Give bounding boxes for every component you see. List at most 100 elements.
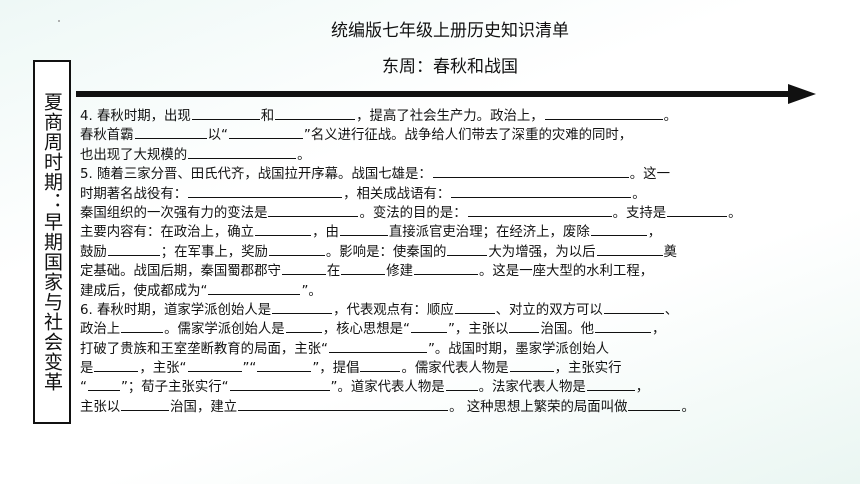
- text: ，相关成战语有：: [343, 186, 451, 202]
- text: ，: [635, 380, 650, 396]
- text: 5. 随着三家分晋、田氏代齐，战国拉开序幕。战国七雄是：: [80, 167, 432, 183]
- fill-blank[interactable]: [134, 125, 207, 140]
- fill-blank[interactable]: [596, 242, 663, 256]
- item-6-line-3: 打破了贵族和王室垄断教育的局面，主张“ ”。战国时期，墨家学派创始人: [80, 339, 816, 358]
- fill-blank[interactable]: [229, 377, 330, 392]
- text: 治国。他: [540, 322, 595, 338]
- text: 也出现了大规模的: [80, 147, 188, 163]
- text: ”。战国时期，墨家学派创始人: [427, 341, 609, 357]
- fill-blank[interactable]: [238, 397, 449, 411]
- fill-blank[interactable]: [628, 397, 681, 411]
- fill-blank[interactable]: [191, 106, 260, 120]
- text: 、对立的双方可以: [495, 302, 603, 318]
- fill-blank[interactable]: [445, 377, 478, 392]
- text: 春秋首霸: [80, 128, 134, 144]
- fill-blank[interactable]: [467, 203, 612, 217]
- fill-blank[interactable]: [121, 319, 164, 334]
- fill-blank[interactable]: [410, 319, 447, 334]
- text: ，提高了社会生产力。政治上，: [356, 109, 544, 124]
- text: ”名义进行征战。战争给人们带去了深重的灾难的同时，: [303, 128, 633, 144]
- item-5-line-5: 鼓励；在军事上，奖励。影响是：使秦国的大为增强，为以后奠: [80, 242, 816, 261]
- text: ”；荀子主张实行“: [120, 380, 229, 396]
- text: 和: [260, 109, 275, 124]
- fill-blank[interactable]: [257, 358, 312, 373]
- fill-blank[interactable]: [272, 300, 333, 314]
- fill-blank[interactable]: [360, 358, 401, 373]
- text: ，核心思想是“: [322, 322, 410, 338]
- timeline-arrow-icon: [76, 84, 816, 104]
- item-6-line-5: “”；荀子主张实行“”。道家代表人物是。法家代表人物是，: [80, 377, 816, 396]
- text: ，主张“: [139, 361, 187, 377]
- period-label-box: 夏商周时期：早期国家与社会变革: [33, 60, 71, 424]
- text: 。 这种思想上繁荣的局面叫做: [449, 399, 628, 415]
- item-5-line-1: 5. 随着三家分晋、田氏代齐，战国拉开序幕。战国七雄是： 。这一: [80, 164, 816, 183]
- item-4-line-2: 春秋首霸 以“ ”名义进行征战。战争给人们带去了深重的灾难的同时，: [80, 125, 816, 144]
- fill-blank[interactable]: [94, 358, 139, 373]
- fill-blank[interactable]: [208, 281, 301, 295]
- text: 以“: [207, 128, 228, 144]
- fill-blank[interactable]: [255, 222, 312, 237]
- fill-blank[interactable]: [509, 319, 540, 334]
- fill-blank[interactable]: [228, 125, 303, 140]
- fill-blank[interactable]: [188, 184, 343, 198]
- fill-blank[interactable]: [268, 203, 359, 217]
- fill-blank[interactable]: [107, 242, 160, 256]
- fill-blank[interactable]: [87, 377, 120, 392]
- text: “: [80, 380, 87, 396]
- fill-blank[interactable]: [281, 261, 326, 276]
- text: 。这一: [629, 167, 670, 183]
- item-5-line-7: 建成后，使成都成为“ ”。: [80, 281, 816, 300]
- fill-blank[interactable]: [451, 184, 632, 198]
- fill-blank[interactable]: [447, 242, 488, 256]
- text: ，: [647, 225, 662, 241]
- text: 是: [80, 361, 94, 377]
- fill-blank[interactable]: [590, 222, 647, 237]
- text: ”，提倡: [312, 361, 360, 377]
- fill-blank[interactable]: [285, 319, 322, 334]
- fill-blank[interactable]: [603, 300, 664, 314]
- item-4-line-1: 4. 春秋时期，出现和，提高了社会生产力。政治上，。: [80, 106, 816, 125]
- fill-blank[interactable]: [667, 203, 728, 217]
- fill-blank[interactable]: [414, 261, 479, 276]
- text: 政治上: [80, 322, 121, 338]
- item-5-line-2: 时期著名战役有：，相关成战语有：。: [80, 184, 816, 203]
- fill-blank[interactable]: [339, 222, 388, 237]
- item-6-line-6: 主张以治国，建立。 这种思想上繁荣的局面叫做。: [80, 397, 816, 416]
- item-5-line-6: 定基础。战国后期，秦国蜀郡郡守在修建。这是一座大型的水利工程，: [80, 261, 816, 280]
- fill-blank[interactable]: [544, 106, 663, 120]
- text: 奠: [663, 244, 677, 260]
- text: 时期著名战役有：: [80, 186, 188, 202]
- page-title: 统编版七年级上册历史知识清单: [331, 21, 569, 41]
- text: ，由: [312, 225, 339, 241]
- text: ，主张实行: [554, 361, 622, 377]
- fill-blank[interactable]: [268, 242, 325, 256]
- fill-blank[interactable]: [188, 145, 297, 159]
- text: 秦国组织的一次强有力的变法是: [80, 205, 268, 221]
- fill-blank[interactable]: [454, 300, 495, 314]
- item-6-line-4: 是 ，主张“ ”“ ”，提倡 。儒家代表人物是 ，主张实行: [80, 358, 816, 377]
- fill-blank[interactable]: [595, 319, 652, 334]
- text: ”。道家代表人物是: [330, 380, 445, 396]
- fill-blank[interactable]: [328, 339, 427, 353]
- text: 打破了贵族和王室垄断教育的局面，主张“: [80, 341, 328, 357]
- text: 。儒家代表人物是: [401, 361, 509, 377]
- fill-blank[interactable]: [275, 106, 356, 120]
- text: 。支持是: [612, 205, 667, 221]
- text: 主张以: [80, 399, 121, 415]
- fill-blank[interactable]: [341, 261, 386, 276]
- text: ”。: [301, 283, 322, 299]
- text: 建成后，使成都成为“: [80, 283, 208, 299]
- fill-blank[interactable]: [187, 358, 242, 373]
- text: 4. 春秋时期，出现: [80, 109, 191, 124]
- text: 定基础。战国后期，秦国蜀郡郡守: [80, 264, 281, 280]
- text: ”，主张以: [447, 322, 509, 338]
- fill-blank[interactable]: [432, 164, 629, 179]
- fill-blank[interactable]: [586, 377, 635, 392]
- text: ”“: [242, 361, 257, 377]
- text: 在: [326, 264, 341, 280]
- fill-blank[interactable]: [121, 397, 170, 411]
- text: 治国，建立: [170, 399, 238, 415]
- fill-blank[interactable]: [509, 358, 554, 373]
- decorative-dot: [58, 20, 60, 22]
